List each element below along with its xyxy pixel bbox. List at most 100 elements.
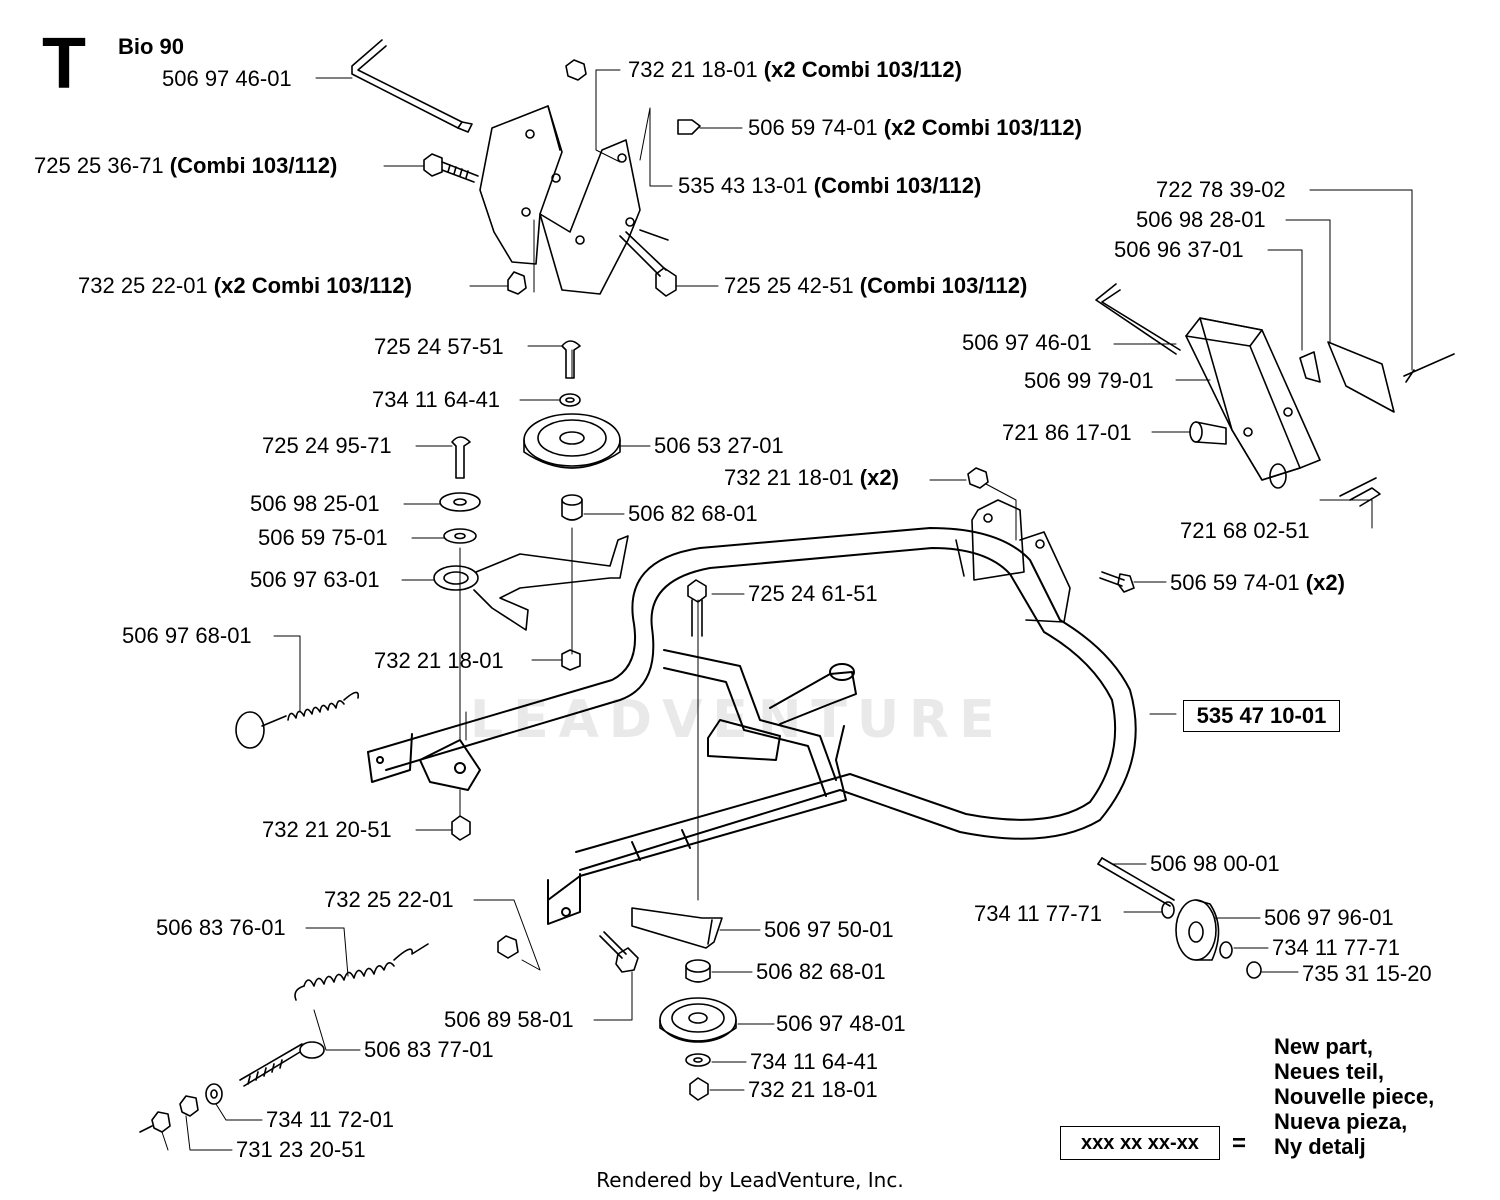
part-label[interactable]: 506 99 79-01 [1024, 368, 1154, 393]
bracket-frame-right [955, 499, 1071, 623]
part-label[interactable]: 734 11 77-71 [974, 901, 1103, 926]
part-label[interactable]: 535 43 13-01 (Combi 103/112) [678, 173, 982, 198]
wheel-506-97-96-01 [1175, 899, 1220, 961]
nut-732-21-18-01-x2 [967, 467, 989, 489]
washer-734-11-64-41-top [559, 393, 581, 407]
bolt-506-59-74-01 [1099, 571, 1135, 593]
part-label[interactable]: 731 23 20-51 [236, 1137, 366, 1162]
part-label[interactable]: 506 97 46-01 [962, 330, 1092, 355]
part-label[interactable]: 506 59 75-01 [258, 525, 388, 550]
washer-734-11-72-01 [205, 1083, 223, 1105]
legend-equals: = [1232, 1130, 1247, 1157]
part-label[interactable]: 722 78 39-02 [1156, 177, 1286, 202]
nuts-731-23-20-51 [139, 1095, 199, 1133]
pedal-arm [1185, 317, 1321, 489]
part-label[interactable]: 506 89 58-01 [444, 1007, 574, 1032]
bolt-725-24-95-71 [451, 436, 471, 479]
part-label[interactable]: 506 83 76-01 [156, 915, 286, 940]
nut-732-21-18-01-bottom [689, 1077, 709, 1101]
part-label[interactable]: 506 97 63-01 [250, 567, 380, 592]
legend-line: Nueva pieza, [1274, 1109, 1408, 1134]
part-label[interactable]: 734 11 77-71 [1272, 935, 1401, 960]
part-label[interactable]: 734 11 64-41 [372, 387, 501, 412]
part-label[interactable]: 506 98 25-01 [250, 491, 380, 516]
part-label[interactable]: 506 97 96-01 [1264, 905, 1394, 930]
eyebolt-506-83-77-01 [239, 1041, 325, 1087]
part-label[interactable]: 506 82 68-01 [628, 501, 758, 526]
part-label[interactable]: 506 97 48-01 [776, 1011, 906, 1036]
clip-735-31-15-20 [1246, 961, 1262, 979]
washer-506-59-75-01 [443, 528, 477, 544]
bolt-506-89-58-01 [599, 931, 639, 973]
part-label[interactable]: 506 97 68-01 [122, 623, 252, 648]
spring-506-83-76-01 [294, 943, 429, 1001]
spacer-506-82-68-01 [561, 494, 583, 521]
nut-732-25-22-01 [497, 935, 519, 959]
bolt-725-25-42-51 [619, 231, 677, 297]
pin-721-86-17-01 [1189, 421, 1227, 445]
part-label[interactable]: 506 59 74-01 (x2) [1170, 570, 1345, 595]
legend-line: Ny detalj [1274, 1134, 1366, 1159]
legend-line: Neues teil, [1274, 1059, 1385, 1084]
bolt-725-24-61-51 [687, 579, 707, 637]
pedal-rod-right [1095, 283, 1181, 355]
washer-734-11-77-71-b [1219, 941, 1233, 959]
assembly-part-number[interactable]: 535 47 10-01 [1183, 700, 1340, 732]
part-label[interactable]: 732 21 20-51 [262, 817, 392, 842]
bolt-725-25-36-71 [423, 153, 479, 183]
part-label[interactable]: 734 11 64-41 [750, 1049, 879, 1074]
part-label[interactable]: 506 83 77-01 [364, 1037, 494, 1062]
spacer-506-82-68-01-bottom [685, 959, 711, 983]
legend-line: New part, [1274, 1034, 1374, 1059]
footer-credit: Rendered by LeadVenture, Inc. [596, 1168, 904, 1192]
section-letter: T [42, 24, 86, 104]
part-label[interactable]: 506 97 50-01 [764, 917, 894, 942]
pulley-506-97-48-01 [659, 997, 737, 1043]
legend-placeholder-box: xxx xx xx-xx [1060, 1126, 1220, 1160]
leader-lines [161, 69, 1413, 1151]
pulley-506-53-27-01 [523, 413, 621, 469]
washer-506-98-25-01 [439, 492, 481, 512]
axle-506-98-00-01 [1097, 857, 1175, 907]
part-label[interactable]: 506 97 46-01 [162, 66, 292, 91]
part-label[interactable]: 732 21 18-01 (x2) [724, 465, 899, 490]
part-label[interactable]: 732 21 18-01 [374, 648, 504, 673]
part-label[interactable]: 506 53 27-01 [654, 433, 784, 458]
part-label[interactable]: 506 82 68-01 [756, 959, 886, 984]
part-label[interactable]: 732 21 18-01 (x2 Combi 103/112) [628, 57, 962, 82]
part-label[interactable]: 506 96 37-01 [1114, 237, 1244, 262]
spring-506-97-68-01 [235, 691, 360, 749]
pedal-plate [1299, 341, 1455, 413]
part-label[interactable]: 506 98 28-01 [1136, 207, 1266, 232]
part-label[interactable]: 725 24 61-51 [748, 581, 878, 606]
part-label[interactable]: 732 25 22-01 [324, 887, 454, 912]
part-label[interactable]: 721 86 17-01 [1002, 420, 1132, 445]
part-label[interactable]: 721 68 02-51 [1180, 518, 1310, 543]
model-title: Bio 90 [118, 34, 185, 59]
bolt-725-24-57-51 [561, 340, 581, 379]
main-frame [367, 527, 1137, 925]
part-label[interactable]: 506 59 74-01 (x2 Combi 103/112) [748, 115, 1082, 140]
part-label[interactable]: 725 25 36-71 (Combi 103/112) [34, 153, 338, 178]
washer-734-11-64-41-bottom [685, 1053, 711, 1067]
legend-line: Nouvelle piece, [1274, 1084, 1435, 1109]
part-label[interactable]: 732 25 22-01 (x2 Combi 103/112) [78, 273, 412, 298]
mounting-bracket [479, 105, 669, 295]
arm-506-97-63-01 [433, 535, 629, 631]
part-label[interactable]: 725 25 42-51 (Combi 103/112) [724, 273, 1028, 298]
part-label[interactable]: 735 31 15-20 [1302, 961, 1432, 986]
part-label[interactable]: 725 24 57-51 [374, 334, 504, 359]
part-label[interactable]: 734 11 72-01 [266, 1107, 395, 1132]
nut-732-21-18-01-mid [561, 649, 581, 671]
part-label[interactable]: 732 21 18-01 [748, 1077, 878, 1102]
bracket-506-97-50-01 [631, 907, 723, 949]
washer-734-11-77-71-a [1161, 901, 1175, 919]
part-label[interactable]: 725 24 95-71 [262, 433, 392, 458]
clip-721-68-02-51 [1339, 477, 1381, 507]
nut-732-21-20-51 [451, 815, 471, 841]
part-label[interactable]: 506 98 00-01 [1150, 851, 1280, 876]
nut-top [507, 59, 701, 295]
lift-rod-top [351, 39, 473, 133]
legend-text: New part, Neues teil, Nouvelle piece, Nu… [1274, 1034, 1434, 1159]
